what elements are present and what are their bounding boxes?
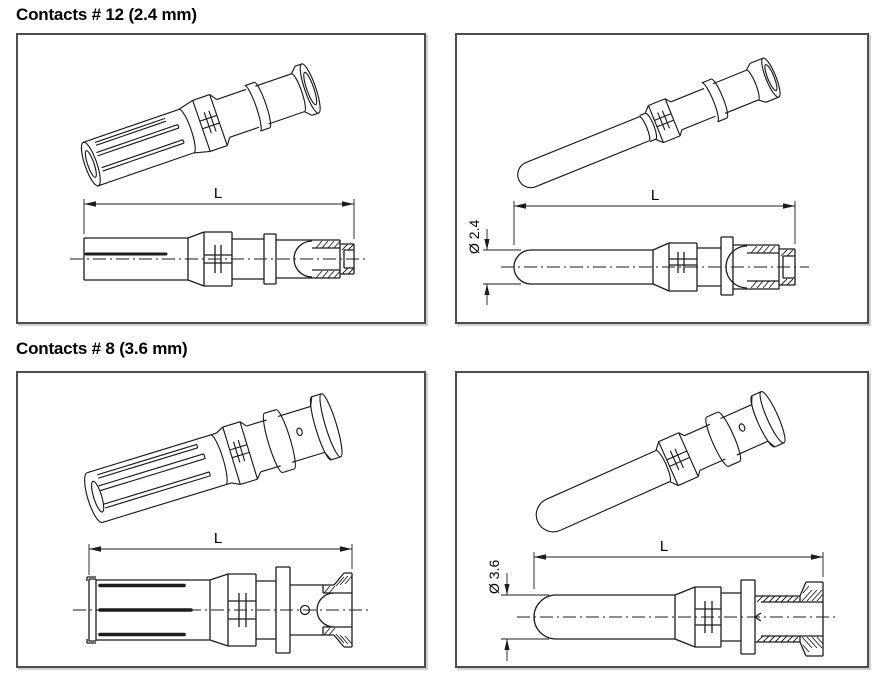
pin-contact-8-diameter-dimension: Ø 3.6 <box>486 560 549 661</box>
socket-contact-12-drawing: L <box>70 63 368 287</box>
panel-socket-contact-8: L <box>16 371 426 668</box>
section-title-contacts-8: Contacts # 8 (3.6 mm) <box>16 339 188 358</box>
socket-contact-8-length-dimension: L <box>88 530 353 575</box>
pin-contact-12-drawing: L Ø 2.4 <box>466 57 809 305</box>
length-dimension-label: L <box>214 530 222 547</box>
length-dimension-label: L <box>651 187 659 204</box>
pin-contact-12-diameter-dimension: Ø 2.4 <box>466 220 521 305</box>
pin-contact-8-side-view <box>533 579 824 657</box>
socket-contact-8-hatching <box>323 575 353 645</box>
pin-contact-12-hatching <box>750 245 794 289</box>
socket-contact-8-side-view <box>86 566 353 654</box>
section-title-contacts-12: Contacts # 12 (2.4 mm) <box>16 5 197 24</box>
socket-contact-12-isometric-view <box>80 63 321 187</box>
pin-contact-8-drawing: L Ø 3.6 <box>486 390 839 661</box>
panel-pin-contact-8: L Ø 3.6 <box>455 371 869 668</box>
socket-contact-12-length-dimension: L <box>83 185 355 239</box>
pin-contact-8-hatching <box>756 585 824 653</box>
pin-contact-12-isometric-view <box>517 57 781 189</box>
panel-pin-contact-12: L Ø 2.4 <box>455 33 869 324</box>
length-dimension-label: L <box>214 185 222 202</box>
length-dimension-label: L <box>660 538 668 555</box>
panel-socket-contact-12: L <box>16 33 426 324</box>
socket-contact-8-drawing: L <box>73 393 368 654</box>
pin-contact-8-length-dimension: L <box>533 538 824 589</box>
socket-contact-12-hatching <box>315 240 355 279</box>
pin-contact-12-length-dimension: L <box>513 187 796 245</box>
pin-contact-8-isometric-view <box>535 390 786 533</box>
socket-contact-8-isometric-view <box>84 393 343 523</box>
diameter-dimension-label: Ø 2.4 <box>466 220 482 254</box>
socket-contact-12-side-view <box>83 231 355 287</box>
diameter-dimension-label: Ø 3.6 <box>486 560 502 594</box>
